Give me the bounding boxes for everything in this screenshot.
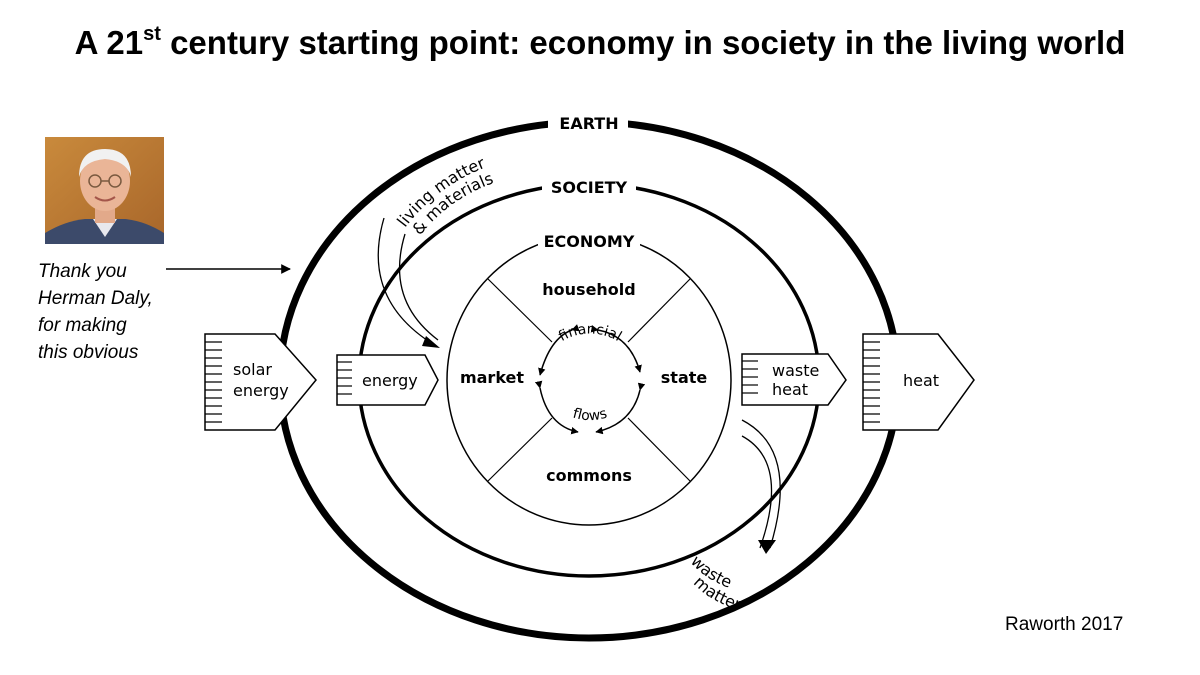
- hatch-marks: [205, 341, 222, 423]
- flow-arrow: [538, 324, 580, 376]
- title-superscript: st: [143, 23, 161, 45]
- state-label: state: [661, 368, 708, 387]
- thank-you-line: Herman Daly,: [38, 288, 153, 309]
- household-label: household: [542, 280, 635, 299]
- commons-label: commons: [546, 466, 632, 485]
- society-label: SOCIETY: [551, 178, 628, 197]
- hatch-marks: [742, 360, 758, 394]
- title-prefix: A 21: [74, 24, 144, 61]
- flow-arrow: [590, 325, 642, 373]
- flows-label: flows: [571, 406, 609, 425]
- living-matter-arrow: [377, 217, 439, 347]
- portrait-illustration: [45, 137, 164, 244]
- slide-title: A 21st century starting point: economy i…: [0, 24, 1200, 62]
- market-label: market: [460, 368, 524, 387]
- living-matter-arrowhead: [422, 336, 440, 348]
- waste-matter-arrow: [741, 419, 781, 549]
- energy-label: energy: [233, 381, 289, 400]
- heat-output-label: heat: [903, 371, 939, 390]
- waste-matter-arrowhead: [758, 540, 776, 554]
- thank-you-line: for making: [38, 315, 127, 336]
- hatch-marks: [337, 361, 352, 395]
- thank-you-line: this obvious: [38, 342, 139, 363]
- flow-arrow: [534, 380, 579, 435]
- flow-arrow: [595, 382, 646, 435]
- hatch-marks: [863, 341, 880, 423]
- heat-label: heat: [772, 380, 808, 399]
- energy-arrow: [336, 354, 439, 406]
- waste-heat-arrow: [741, 353, 847, 406]
- energy-input-label: energy: [362, 371, 418, 390]
- earth-label: EARTH: [559, 114, 618, 133]
- thank-you-note: Thank you Herman Daly, for making this o…: [38, 258, 153, 366]
- source-credit: Raworth 2017: [1005, 614, 1124, 635]
- portrait-photo: [45, 137, 164, 244]
- thank-you-line: Thank you: [38, 261, 127, 282]
- solar-label: solar: [233, 360, 272, 379]
- waste-label: waste: [772, 361, 819, 380]
- economy-label: ECONOMY: [544, 232, 635, 251]
- title-suffix: century starting point: economy in socie…: [160, 24, 1126, 61]
